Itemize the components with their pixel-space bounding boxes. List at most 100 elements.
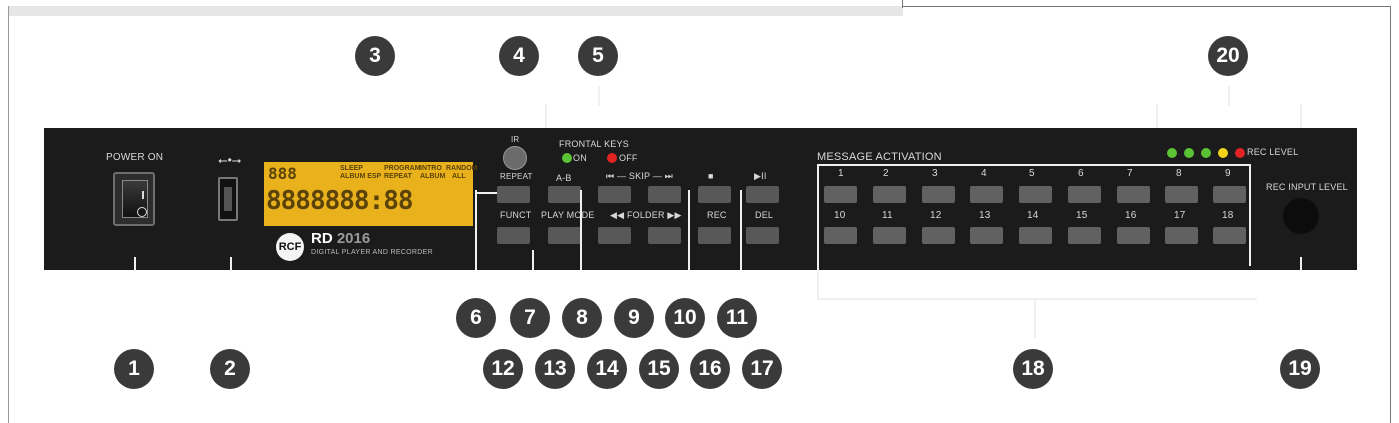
callout-13: 13	[535, 349, 575, 389]
message-button-6[interactable]	[1068, 186, 1101, 203]
frame-left-border	[8, 6, 9, 423]
del-button[interactable]	[746, 227, 779, 244]
message-bracket-left	[817, 164, 819, 300]
message-button-2[interactable]	[873, 186, 906, 203]
callout-11: 11	[717, 298, 757, 338]
rec-input-level-knob[interactable]	[1283, 198, 1319, 234]
message-bracket-bottom	[817, 298, 1257, 300]
ir-label: IR	[511, 135, 520, 144]
folder-label: ◀◀ FOLDER ▶▶	[610, 210, 682, 220]
callout-2: 2	[210, 349, 250, 389]
power-o-mark	[137, 207, 147, 217]
callout-10: 10	[665, 298, 705, 338]
message-button-11[interactable]	[873, 227, 906, 244]
message-button-4[interactable]	[970, 186, 1003, 203]
message-button-5[interactable]	[1019, 186, 1052, 203]
usb-icon: ⭠•⭢	[218, 153, 242, 167]
message-button-15[interactable]	[1068, 227, 1101, 244]
message-label-4: 4	[981, 168, 987, 179]
leader-line-12	[532, 250, 534, 270]
folder-back-button[interactable]	[598, 227, 631, 244]
message-button-13[interactable]	[970, 227, 1003, 244]
lcd-digits-main: 8888888:88	[266, 186, 414, 216]
message-button-18[interactable]	[1213, 227, 1246, 244]
message-label-7: 7	[1127, 168, 1133, 179]
rec-label: REC	[707, 210, 727, 220]
usb-port[interactable]	[218, 177, 238, 221]
callout-6: 6	[456, 298, 496, 338]
skip-label: ⏮ — SKIP — ⏭	[606, 171, 673, 181]
leader-line-10	[688, 190, 690, 270]
message-label-5: 5	[1029, 168, 1035, 179]
folder-forward-button[interactable]	[648, 227, 681, 244]
rec-level-led-2	[1184, 148, 1194, 158]
callout-7: 7	[510, 298, 550, 338]
leader-line-19	[1300, 257, 1302, 271]
rec-level-led-4	[1218, 148, 1228, 158]
lcd-program: PROGRAM	[384, 165, 421, 172]
frame-right-border	[1390, 6, 1391, 423]
message-button-16[interactable]	[1117, 227, 1150, 244]
ab-label: A-B	[556, 173, 572, 183]
callout-16: 16	[690, 349, 730, 389]
rcf-logo: RCF	[276, 233, 304, 261]
lcd-album: ALBUM	[420, 173, 446, 180]
play-mode-label: PLAY MODE	[541, 210, 595, 220]
lcd-all: ALL	[452, 173, 466, 180]
message-button-8[interactable]	[1165, 186, 1198, 203]
leader-line-6	[475, 190, 477, 270]
message-button-17[interactable]	[1165, 227, 1198, 244]
message-label-18: 18	[1222, 210, 1234, 221]
power-on-label: POWER ON	[106, 152, 164, 163]
rec-level-led-5	[1235, 148, 1245, 158]
lcd-display: 888 SLEEP ALBUM ESP PROGRAM REPEAT INTRO…	[264, 162, 478, 226]
callout-19: 19	[1280, 349, 1320, 389]
model-subtitle: DIGITAL PLAYER AND RECORDER	[311, 249, 433, 256]
message-label-14: 14	[1027, 210, 1039, 221]
rec-level-led-1	[1167, 148, 1177, 158]
message-button-10[interactable]	[824, 227, 857, 244]
model-name: RD 2016	[311, 230, 370, 247]
skip-forward-button[interactable]	[648, 186, 681, 203]
rec-input-level-label: REC INPUT LEVEL	[1266, 182, 1348, 192]
usb-slot	[224, 187, 232, 211]
leader-line-1	[134, 257, 136, 271]
message-label-8: 8	[1176, 168, 1182, 179]
rec-button[interactable]	[698, 227, 731, 244]
ab-button[interactable]	[548, 186, 581, 203]
callout-8: 8	[562, 298, 602, 338]
funct-button[interactable]	[497, 227, 530, 244]
lcd-repeat: REPEAT	[384, 173, 412, 180]
stop-button[interactable]	[698, 186, 731, 203]
skip-back-button[interactable]	[598, 186, 631, 203]
power-i-mark	[142, 191, 144, 199]
message-label-11: 11	[882, 210, 893, 221]
model-number: 2016	[336, 230, 371, 247]
play-pause-button[interactable]	[746, 186, 779, 203]
frontal-keys-label: FRONTAL KEYS	[559, 139, 629, 149]
message-button-14[interactable]	[1019, 227, 1052, 244]
lcd-digits-top: 888	[268, 164, 297, 183]
leader-line-6-h	[475, 192, 497, 194]
callout-5: 5	[578, 36, 618, 76]
frontal-off-label: OFF	[619, 153, 638, 163]
message-button-1[interactable]	[824, 186, 857, 203]
message-button-3[interactable]	[922, 186, 955, 203]
message-button-9[interactable]	[1213, 186, 1246, 203]
leader-line-4	[545, 104, 547, 144]
repeat-button[interactable]	[497, 186, 530, 203]
leader-line-18	[1034, 298, 1036, 338]
play-mode-button[interactable]	[548, 227, 581, 244]
folder-text: FOLDER	[626, 210, 665, 220]
frame-top-border	[902, 6, 1391, 7]
callout-9: 9	[614, 298, 654, 338]
funct-label: FUNCT	[500, 210, 532, 220]
power-switch[interactable]	[113, 172, 155, 226]
skip-text: SKIP	[628, 171, 651, 181]
callout-3: 3	[355, 36, 395, 76]
leader-line-8	[580, 190, 582, 270]
frontal-on-led	[562, 153, 572, 163]
message-button-12[interactable]	[922, 227, 955, 244]
message-button-7[interactable]	[1117, 186, 1150, 203]
rec-level-label: REC LEVEL	[1247, 147, 1299, 157]
